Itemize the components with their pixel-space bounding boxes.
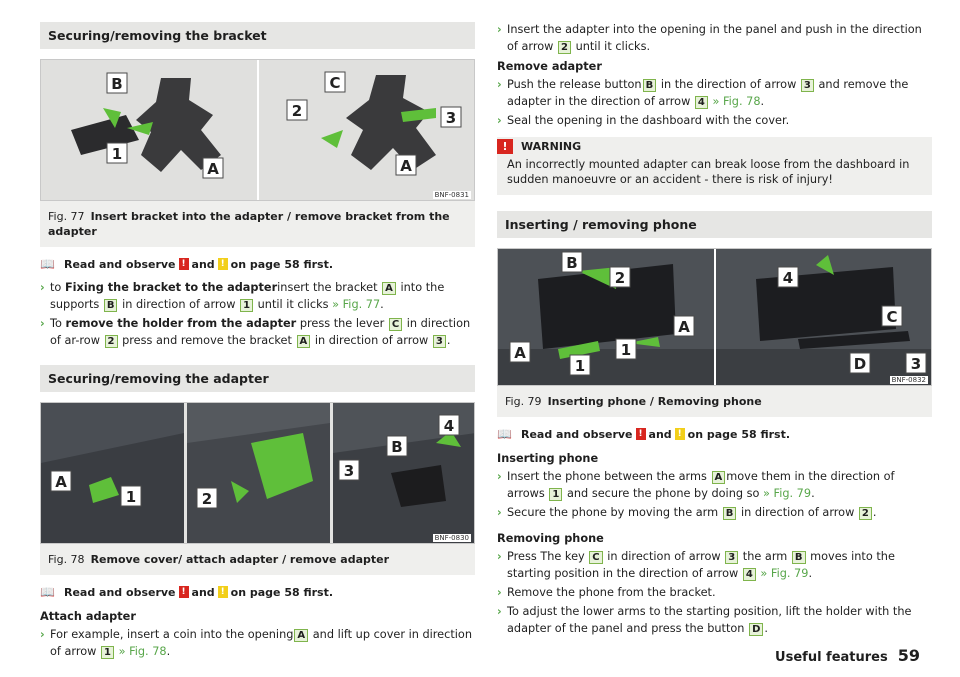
chevron-right-icon: › [40,317,45,330]
left-column: Securing/removing the bracket B 1 A [40,22,475,660]
figure-label: A [55,473,67,491]
chevron-right-icon: › [497,470,502,483]
figure-label: 1 [621,341,631,359]
figure-label: C [329,74,340,92]
caution-icon: ! [217,258,228,270]
instruction-step: › Remove the phone from the bracket. [497,586,716,599]
warning-icon: ! [178,258,189,270]
figure-label: B [566,254,577,272]
figure-link[interactable]: » Fig. 77 [332,298,381,311]
figure-label: B [111,75,122,93]
figure-78-illustration: A 1 2 3 B 4 [41,403,474,543]
figure-link[interactable]: » Fig. 79 [763,487,812,500]
section-title: Inserting / removing phone [497,211,932,238]
section-title: Securing/removing the adapter [40,365,475,392]
figure-78: A 1 2 3 B 4 BNF-0830 [40,402,475,544]
figure-label: 2 [615,269,625,287]
read-note: 📖 Read and observe ! and ! on page 58 fi… [497,427,791,441]
figure-label: 1 [112,145,122,163]
figure-label: B [391,438,402,456]
figure-label: 3 [344,462,354,480]
figure-label: 2 [202,490,212,508]
instruction-step: › For example, insert a coin into the op… [40,628,472,659]
chevron-right-icon: › [497,23,502,36]
instruction-step: › Seal the opening in the dashboard with… [497,114,790,127]
chevron-right-icon: › [497,78,502,91]
figure-label: 3 [911,355,921,373]
chevron-right-icon: › [497,605,502,618]
figure-79: B 2 A 1 A 1 4 C D 3 BNF-0832 [497,248,932,386]
book-icon: 📖 [40,257,55,271]
read-note: 📖 Read and observe ! and ! on page 58 fi… [40,257,334,271]
figure-code: BNF-0831 [432,191,471,199]
instruction-step: › Press The key C in direction of arrow … [497,550,895,581]
read-note: 📖 Read and observe ! and ! on page 58 fi… [40,585,334,599]
warning-body: An incorrectly mounted adapter can break… [507,158,910,186]
figure-link[interactable]: » Fig. 79 [760,567,809,580]
figure-label: 3 [446,109,456,127]
subheading: Attach adapter [40,610,136,623]
figure-79-illustration: B 2 A 1 A 1 4 C D 3 [498,249,931,385]
figure-label: 1 [126,488,136,506]
caution-icon: ! [674,428,685,440]
figure-label: C [886,308,897,326]
figure-link[interactable]: » Fig. 78 [712,95,761,108]
right-column: › Insert the adapter into the opening in… [497,19,932,637]
subheading: Inserting phone [497,452,599,465]
figure-label: A [400,157,412,175]
page-footer: Useful features 59 [775,646,920,665]
figure-label: 4 [783,269,793,287]
figure-code: BNF-0832 [889,376,928,384]
chevron-right-icon: › [497,586,502,599]
figure-label: A [678,318,690,336]
subheading: Remove adapter [497,60,602,73]
chevron-right-icon: › [497,550,502,563]
subheading: Removing phone [497,532,604,545]
figure-label: A [514,344,526,362]
figure-label: 4 [444,417,454,435]
instruction-step: › To adjust the lower arms to the starti… [497,605,912,636]
chevron-right-icon: › [40,628,45,641]
instruction-step: › To remove the holder from the adapter … [40,317,471,348]
book-icon: 📖 [40,585,55,599]
figure-label: 2 [292,102,302,120]
chevron-right-icon: › [497,506,502,519]
footer-section: Useful features [775,650,888,665]
page-number: 59 [897,646,920,665]
instruction-step: › to Fixing the bracket to the adapterin… [40,281,445,312]
warning-icon: ! [635,428,646,440]
instruction-step: › Insert the adapter into the opening in… [497,23,922,54]
warning-title: WARNING [521,140,582,153]
warning-icon: ! [178,586,189,598]
figure-label: 1 [575,357,585,375]
figure-label: A [207,160,219,178]
figure-label: D [854,355,866,373]
warning-icon: ! [497,139,513,154]
figure-77: B 1 A C 2 3 A BNF-0831 [40,59,475,201]
figure-77-illustration: B 1 A C 2 3 A [41,60,474,200]
book-icon: 📖 [497,427,512,441]
chevron-right-icon: › [40,281,45,294]
figure-link[interactable]: » Fig. 78 [118,645,167,658]
warning-box: ! WARNING An incorrectly mounted adapter … [497,137,932,195]
caution-icon: ! [217,586,228,598]
instruction-step: › Secure the phone by moving the arm B i… [497,506,877,520]
section-title: Securing/removing the bracket [40,22,475,49]
figure-code: BNF-0830 [432,534,471,542]
chevron-right-icon: › [497,114,502,127]
